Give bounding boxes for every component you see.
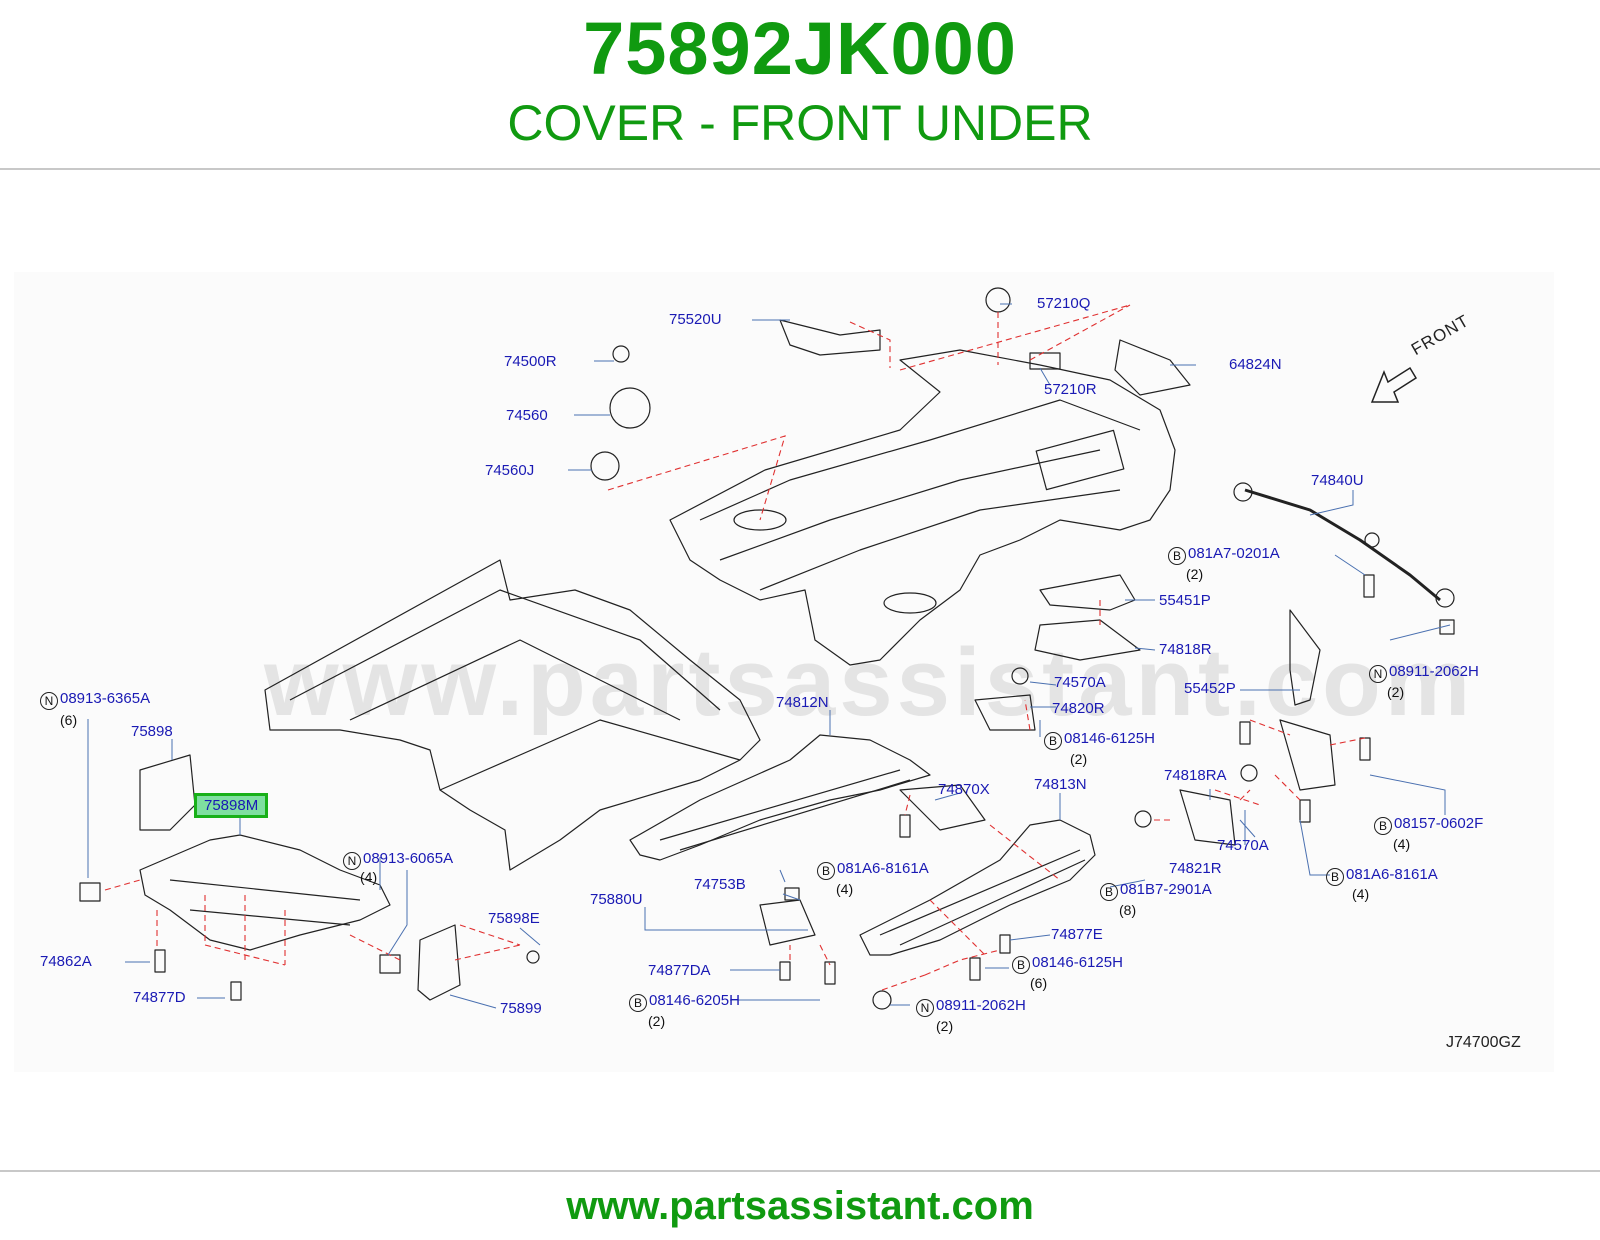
part-label-74877DA[interactable]: 74877DA [648,962,711,979]
part-label-74877D[interactable]: 74877D [133,989,186,1006]
part-label-74862A[interactable]: 74862A [40,953,92,970]
footer-divider [0,1170,1600,1172]
diagram-panel [14,272,1554,1072]
footer-website-link[interactable]: www.partsassistant.com [566,1184,1034,1228]
part-number-title: 75892JK000 [583,7,1017,90]
part-label-55452P[interactable]: 55452P [1184,680,1236,697]
qty-08146-6125H-lower: (6) [1030,975,1048,991]
bracket-75898 [139,754,196,831]
nut-badge-icon: N [916,999,934,1017]
part-name-subtitle: COVER - FRONT UNDER [507,95,1093,151]
part-label-75898M-selected[interactable]: 75898M [194,793,269,818]
part-label-74818R[interactable]: 74818R [1159,641,1212,658]
bolt-badge-icon: B [1168,547,1186,565]
qty-081B7-2901A: (8) [1119,902,1137,918]
part-label-57210R[interactable]: 57210R [1044,381,1097,398]
qty-08146-6205H: (2) [648,1013,666,1029]
header-divider [0,168,1600,170]
bolt-badge-icon: B [1012,956,1030,974]
under-cover-74813N [859,819,1096,956]
qty-081A7-0201A: (2) [1186,566,1204,582]
nut-badge-icon: N [1369,665,1387,683]
bracket-74820R [974,694,1036,731]
qty-08911-2062H-lower: (2) [936,1018,954,1034]
part-label-74560[interactable]: 74560 [506,407,548,424]
part-label-57210Q[interactable]: 57210Q [1037,295,1091,312]
bolt-badge-icon: B [1326,868,1344,886]
bolt-badge-icon: B [629,994,647,1012]
part-label-75898E[interactable]: 75898E [488,910,540,927]
part-label-55451P[interactable]: 55451P [1159,592,1211,609]
part-label-74560J[interactable]: 74560J [485,462,535,479]
nut-badge-icon: N [40,692,58,710]
watermark: www.partsassistant.com [264,629,1475,736]
part-label-75520U[interactable]: 75520U [669,311,722,328]
bolt-badge-icon: B [1044,732,1062,750]
bracket-55452P [1289,609,1321,706]
qty-08913-6065A: (4) [360,869,378,885]
part-label-64824N[interactable]: 64824N [1229,356,1282,373]
qty-081A6-8161A-right: (4) [1352,886,1370,902]
part-label-74753B[interactable]: 74753B [694,876,746,893]
under-cover-75898M [139,834,391,951]
part-label-74870X[interactable]: 74870X [938,781,990,798]
rear-floor-panel [669,349,1176,666]
bolt-badge-icon: B [1100,883,1118,901]
part-label-74500R[interactable]: 74500R [504,353,557,370]
bracket-74821R-right [1279,719,1336,791]
qty-08146-6125H-upper: (2) [1070,751,1088,767]
bracket-74818R [1034,619,1141,661]
bracket-75880U [759,899,816,946]
part-label-74840U[interactable]: 74840U [1311,472,1364,489]
part-label-75899[interactable]: 75899 [500,1000,542,1017]
bracket-64824N [1114,339,1191,396]
under-cover-74812N [629,734,931,861]
bolt-badge-icon: B [817,862,835,880]
bracket-74870X [899,784,986,831]
nut-badge-icon: N [343,852,361,870]
qty-08911-2062H-right: (2) [1387,684,1405,700]
part-label-74813N[interactable]: 74813N [1034,776,1087,793]
bracket-55451P [1039,574,1136,611]
bracket-74821R [1179,789,1236,846]
front-arrow-icon [1370,366,1418,403]
qty-081A6-8161A-center: (4) [836,881,854,897]
bracket-75520U [779,319,881,356]
part-label-74818RA[interactable]: 74818RA [1164,767,1227,784]
bolt-badge-icon: B [1374,817,1392,835]
part-label-74570A-lower[interactable]: 74570A [1217,837,1269,854]
part-label-74821R[interactable]: 74821R [1169,860,1222,877]
part-label-74570A-upper[interactable]: 74570A [1054,674,1106,691]
bracket-75899 [417,924,461,1001]
part-label-74877E[interactable]: 74877E [1051,926,1103,943]
diagram-reference-code: J74700GZ [1446,1034,1521,1051]
qty-08913-6365A: (6) [60,712,78,728]
part-label-75898[interactable]: 75898 [131,723,173,740]
front-floor-panel [264,559,761,871]
part-label-74820R[interactable]: 74820R [1052,700,1105,717]
part-label-74812N[interactable]: 74812N [776,694,829,711]
qty-08157-0602F: (4) [1393,836,1411,852]
part-label-75880U[interactable]: 75880U [590,891,643,908]
